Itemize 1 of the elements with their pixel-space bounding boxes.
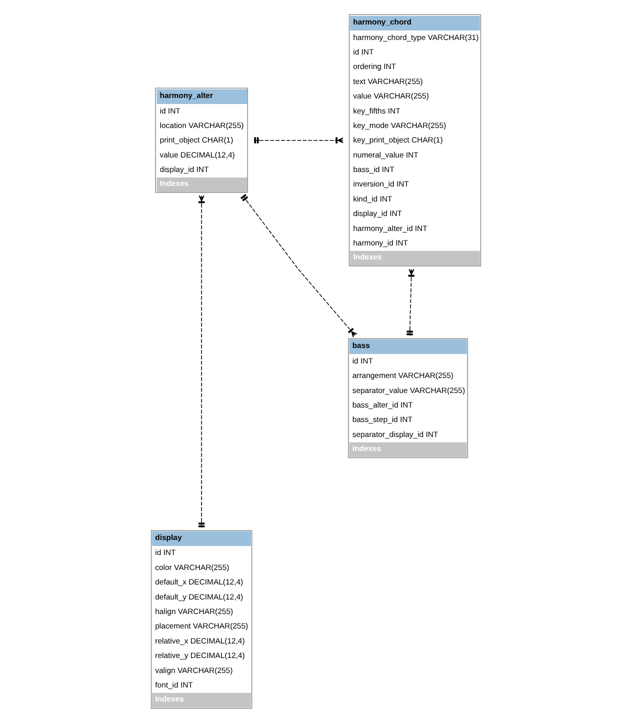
connector <box>240 194 357 338</box>
